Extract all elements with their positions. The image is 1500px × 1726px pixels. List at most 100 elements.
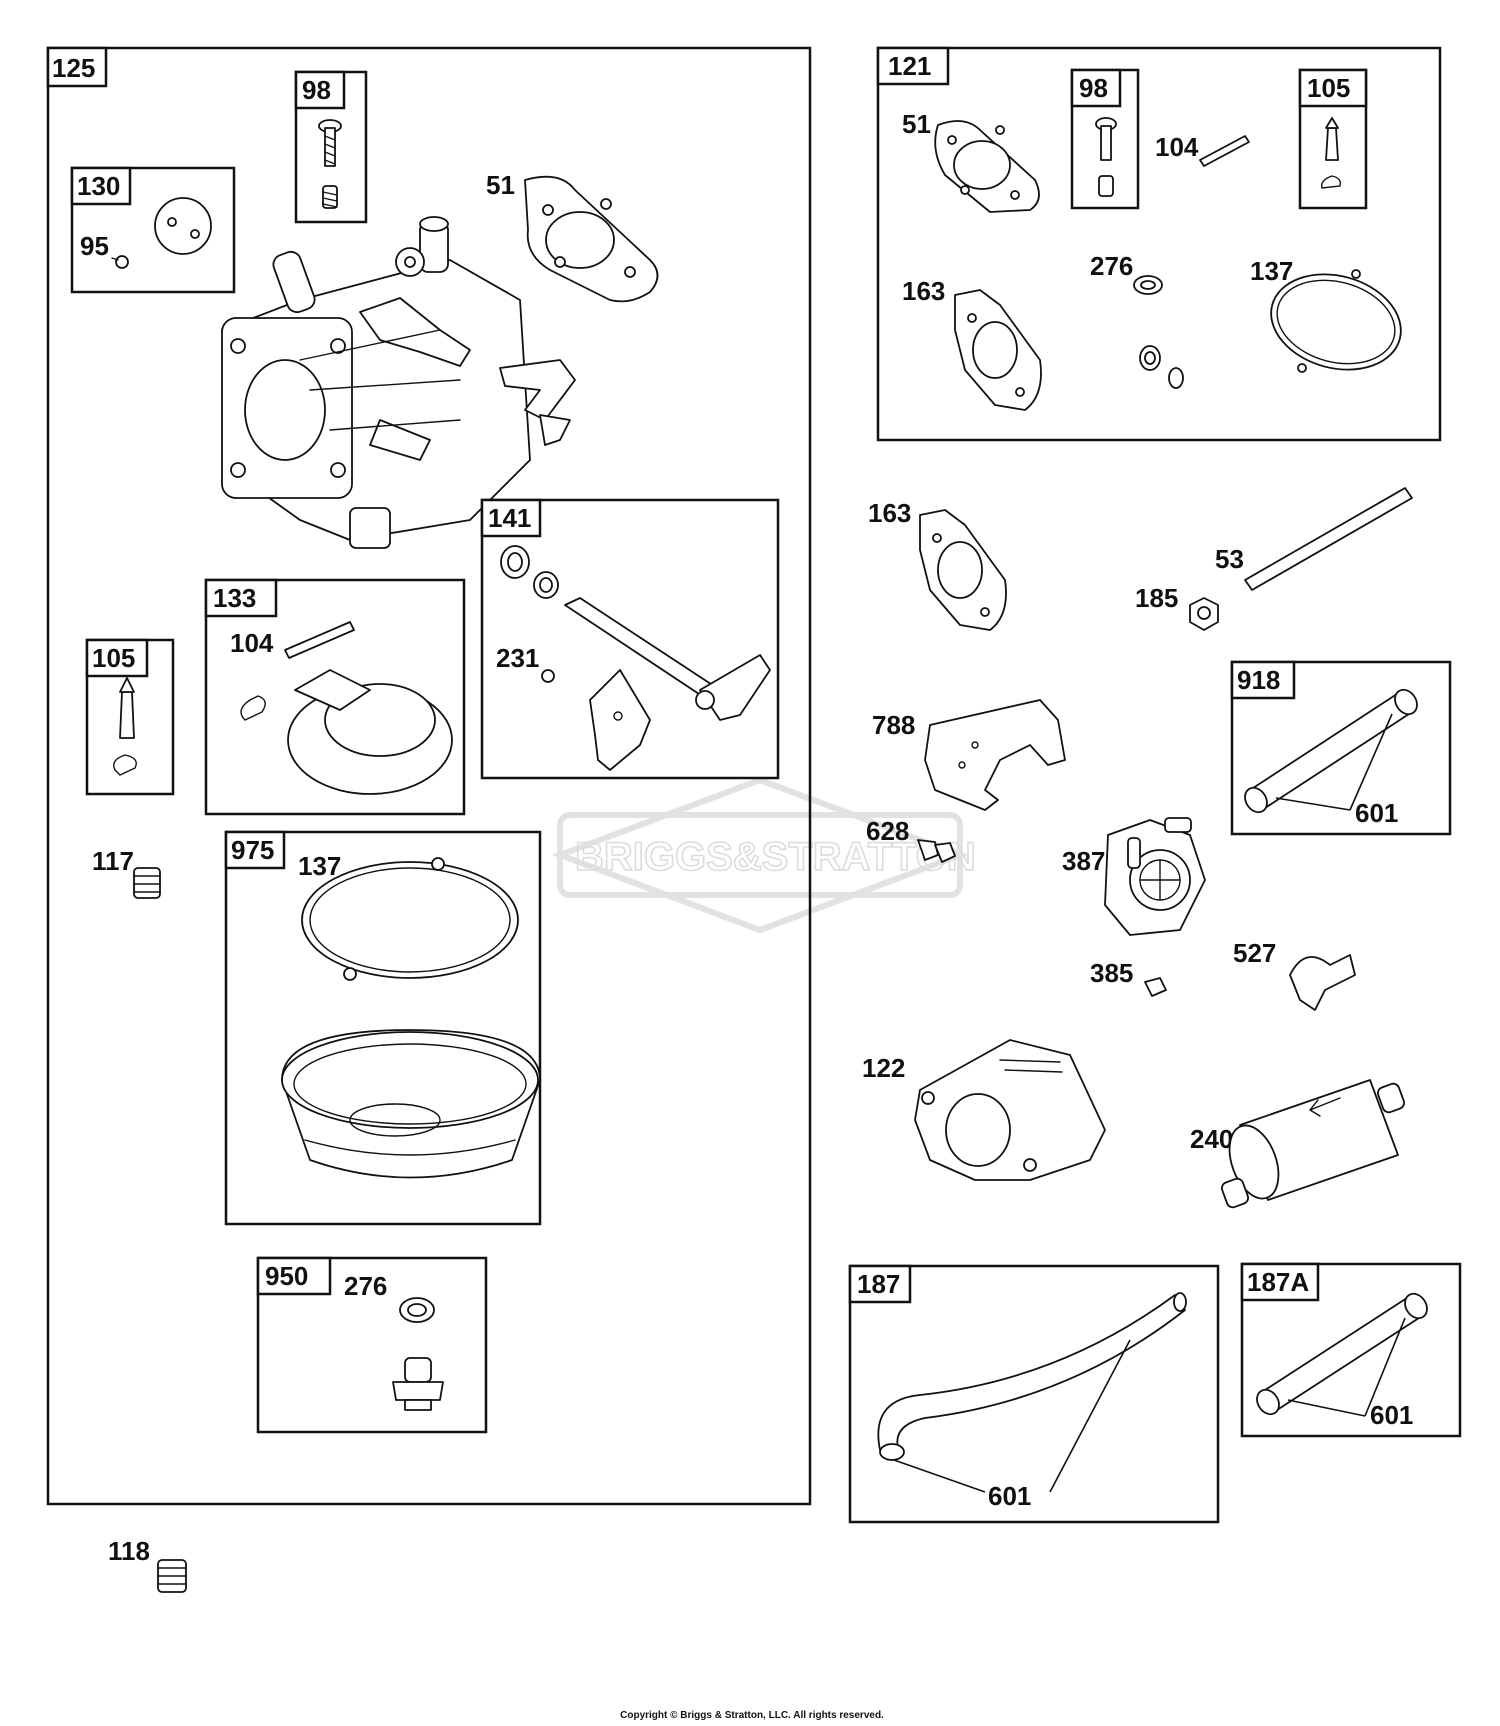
group-98-right: 98 [1070,68,1140,210]
gasket-ring-part [1270,269,1402,373]
group-121: 121 51 [876,46,1442,442]
callout-53: 53 [1215,544,1244,574]
group-105-left: 105 [85,638,175,796]
callout-104-left: 104 [230,628,274,658]
callout-163-mid: 163 [868,498,911,528]
group-tag-918: 918 [1237,665,1280,695]
needle-valve-part [113,677,137,776]
callout-118: 118 [108,1536,150,1566]
main-jet-part [133,867,161,899]
group-975: 975 137 [224,830,542,1226]
callout-601-918: 601 [1355,798,1398,828]
washer-part [399,1297,435,1323]
group-tag-130: 130 [77,171,120,201]
callout-185: 185 [1135,583,1178,613]
jet-part [157,1559,187,1593]
group-tag-121: 121 [888,51,931,81]
group-187A: 187A 601 [1240,1262,1462,1438]
gasket-ring-part [301,857,519,981]
group-tag-105-left: 105 [92,643,135,673]
clip-part [240,695,266,721]
callout-628: 628 [866,816,909,846]
carburetor-body-part [221,216,576,549]
callout-788: 788 [872,710,915,740]
float-bowl-part [281,1029,541,1179]
fuel-line-part [1244,688,1418,814]
group-141: 141 231 [480,498,780,780]
pin-part [1199,135,1250,167]
washer-part [1139,345,1161,371]
callout-276-right: 276 [1090,251,1133,281]
callout-117: 117 [92,846,134,876]
callout-276-left: 276 [344,1271,387,1301]
group-tag-975: 975 [231,835,274,865]
group-tag-141: 141 [488,503,531,533]
throttle-plate-part [589,669,651,771]
callout-137-left: 137 [298,851,341,881]
group-950: 950 276 [256,1256,488,1434]
screw-part [1095,117,1117,197]
callout-231: 231 [496,643,539,673]
callout-240: 240 [1190,1124,1233,1154]
callout-387: 387 [1062,846,1105,876]
fuel-pump-part [1104,817,1206,936]
callout-385: 385 [1090,958,1133,988]
washer-part [533,571,559,599]
group-98-left: 98 [294,70,368,224]
seal-part [500,545,530,579]
gasket-part [524,175,659,303]
clip-part [1289,954,1356,1011]
group-tag-98-left: 98 [302,75,331,105]
fuel-hose-part [877,1292,1187,1461]
group-tag-187A: 187A [1247,1267,1309,1297]
screw-part [111,255,129,269]
rod-part [1244,487,1413,591]
gasket-part [919,509,1007,631]
callout-163-top: 163 [902,276,945,306]
needle-valve-part [1321,117,1342,189]
nut-part [1189,597,1219,631]
group-tag-98-right: 98 [1079,73,1108,103]
fuel-line-part [1256,1292,1428,1416]
bowl-nut-part [392,1357,444,1411]
callout-122: 122 [862,1053,905,1083]
float-pin-part [284,621,355,659]
callout-137-right: 137 [1250,256,1293,286]
group-130: 130 95 [70,166,236,294]
screw-part [318,119,342,209]
group-187: 187 601 [848,1264,1220,1524]
group-tag-125: 125 [52,53,95,83]
screw-part [1144,977,1167,997]
throttle-shaft-part [564,597,771,721]
group-918: 918 601 [1230,660,1452,836]
group-105-right: 105 [1298,68,1368,210]
group-133: 133 104 [204,578,466,816]
group-tag-187: 187 [857,1269,900,1299]
o-ring-part [1168,367,1184,389]
washer-part [1133,275,1163,295]
watermark-text: BRIGGS&STRATTON [575,835,976,879]
bolt-part [917,839,956,863]
gasket-part [934,120,1040,213]
throttle-plate-part [154,197,212,255]
callout-527: 527 [1233,938,1276,968]
callout-51-right: 51 [902,109,931,139]
callout-51-left: 51 [486,170,515,200]
group-tag-133: 133 [213,583,256,613]
screw-part [541,669,555,683]
callout-601-187A: 601 [1370,1400,1413,1430]
fuel-filter-part [1221,1079,1405,1209]
callout-601-187: 601 [988,1481,1031,1511]
float-part [287,669,453,795]
gasket-part [954,289,1042,411]
briggs-stratton-watermark: BRIGGS&STRATTON [551,776,977,934]
callout-104-right: 104 [1155,132,1199,162]
copyright-text: Copyright © Briggs & Stratton, LLC. All … [620,1710,884,1721]
spacer-part [914,1039,1106,1181]
callout-95: 95 [80,231,109,261]
group-125: 125 [46,46,812,1506]
bracket-part [924,699,1066,811]
group-tag-105-right: 105 [1307,73,1350,103]
group-tag-950: 950 [265,1261,308,1291]
